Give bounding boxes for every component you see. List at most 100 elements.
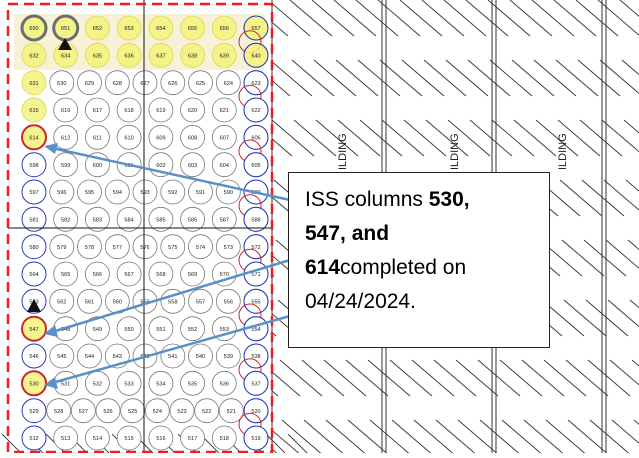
pile-512 [21,425,47,451]
pile-567 [116,261,142,287]
pile-label: 596 [57,190,66,196]
pile-599 [53,152,79,178]
pile-630 [49,70,75,96]
pile-label: 534 [156,382,165,388]
pile-547 [21,315,47,342]
callout-column: 530, [428,188,470,211]
pile-label: 598 [29,163,38,169]
pile-label: 539 [224,354,233,360]
pile-629 [77,70,102,96]
pile-574 [188,234,213,260]
pile-label: 530 [29,382,38,388]
pile-538 [243,343,269,369]
pile-label: 571 [251,272,260,278]
pile-label: 545 [57,354,66,360]
pile-523 [169,398,195,424]
pile-label: 634 [61,54,70,60]
pile-label: 638 [188,54,197,60]
pile-label: 654 [156,26,165,32]
pile-label: 569 [188,272,197,278]
pile-537 [243,370,269,396]
pile-label: 590 [224,190,233,196]
pile-553 [211,316,237,342]
pile-515 [116,425,142,451]
pile-label: 622 [251,108,260,114]
pile-564 [21,261,47,287]
pile-label: 574 [196,245,205,251]
pile-label: 637 [156,54,165,60]
pile-519 [243,425,269,451]
pile-label: 551 [156,327,165,333]
pile-604 [211,152,237,178]
building-label: ILDING [449,133,461,170]
pile-514 [85,425,110,451]
pile-label: 519 [251,436,260,442]
pile-label: 621 [220,108,229,114]
pile-626 [160,70,186,96]
pile-label: 615 [29,108,38,114]
pile-label: 619 [156,108,165,114]
pile-654 [148,15,174,41]
triangle-marker [58,38,72,50]
pile-620 [180,97,206,123]
pile-628 [104,70,130,96]
pile-label: 523 [177,409,186,415]
pile-label: 626 [168,81,177,87]
pile-label: 520 [251,409,260,415]
pile-558 [160,288,186,314]
pile-608 [180,124,206,150]
pile-label: 555 [251,300,260,306]
pile-label: 585 [156,218,165,224]
pile-label: 546 [29,354,38,360]
pile-label: 653 [124,26,133,32]
pile-639 [211,42,237,68]
pile-label: 512 [29,436,38,442]
pile-587 [211,206,237,232]
pile-label: 583 [93,218,102,224]
pile-label: 591 [196,190,205,196]
callout-line-1: ISS columns 530, [305,183,537,217]
building-label: ILDING [337,133,349,170]
pile-label: 610 [124,136,133,142]
arrow-to-614 [51,146,291,202]
pile-631 [21,70,47,96]
pile-label: 576 [140,245,149,251]
pile-label: 567 [124,272,133,278]
pile-label: 527 [79,409,88,415]
pile-612 [53,124,79,150]
pile-637 [148,42,174,68]
pile-label: 587 [220,218,229,224]
pile-544 [77,343,102,369]
markers [27,38,72,312]
pile-540 [188,343,213,369]
pile-551 [148,316,174,342]
pile-513 [53,425,79,451]
pile-label: 525 [128,409,137,415]
pile-label: 600 [93,163,102,169]
pile-label: 639 [220,54,229,60]
pile-label: 565 [61,272,70,278]
pile-label: 629 [85,81,94,87]
pile-label: 597 [29,190,38,196]
pile-605 [243,152,269,178]
pile-label: 517 [188,436,197,442]
pile-638 [180,42,206,68]
pile-label: 515 [124,436,133,442]
pile-528 [46,398,72,424]
pile-label: 529 [29,409,38,415]
pile-566 [85,261,110,287]
pile-label: 624 [224,81,233,87]
pile-593 [132,179,158,205]
pile-label: 522 [202,409,211,415]
pile-595 [77,179,102,205]
pile-572 [243,234,269,260]
pile-label: 618 [124,108,133,114]
pile-578 [77,234,102,260]
pile-label: 632 [29,54,38,60]
pile-534 [148,370,174,396]
pile-552 [180,316,206,342]
pile-556 [215,288,241,314]
callout-line-3: 614completed on [305,251,537,285]
pile-label: 533 [124,382,133,388]
pile-label: 577 [113,245,122,251]
